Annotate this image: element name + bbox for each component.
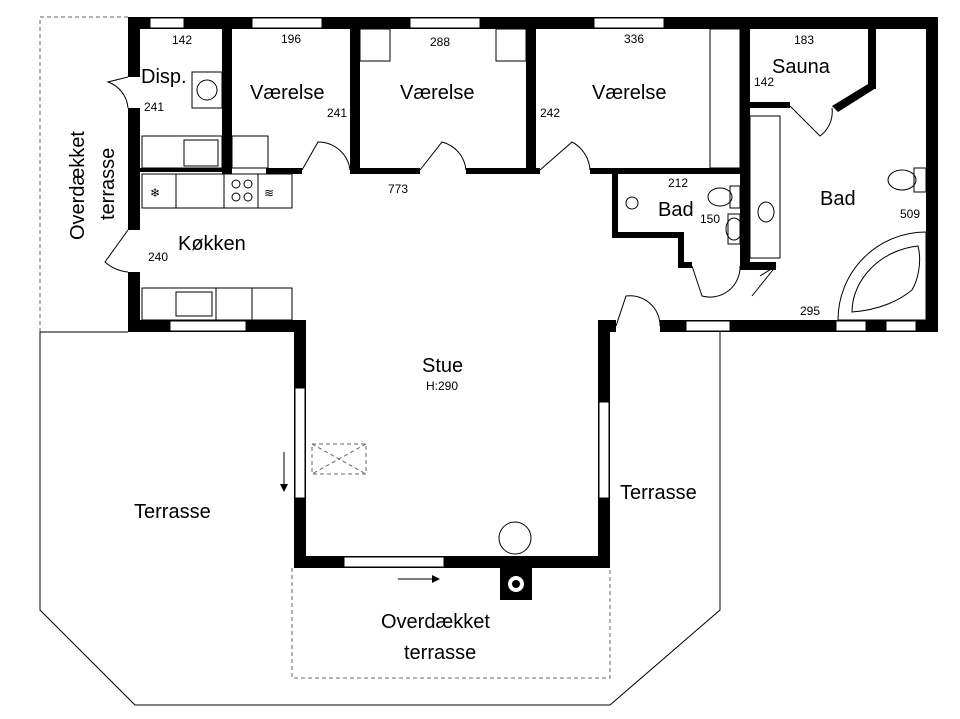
dimension-label: 509 bbox=[900, 207, 920, 221]
dimension-label: 142 bbox=[172, 33, 192, 47]
windows bbox=[149, 17, 917, 568]
dimension-label: 336 bbox=[624, 32, 644, 46]
room-label-bad-large: Bad bbox=[820, 188, 856, 210]
shower-icon bbox=[625, 196, 639, 210]
ceiling-height: H:290 bbox=[426, 379, 458, 393]
kitchen-counter-bottom bbox=[141, 287, 293, 321]
dimension-label: 295 bbox=[800, 304, 820, 318]
dimension-label: 150 bbox=[700, 212, 720, 226]
room-label-disp: Disp. bbox=[141, 66, 187, 88]
room-label-overdaekket-bottom-1: Overdækket bbox=[381, 611, 490, 633]
wardrobe-icon bbox=[709, 28, 741, 169]
dimension-labels: 142 196 288 336 183 241 241 242 142 773 … bbox=[144, 32, 920, 318]
freezer-icon: ❄ bbox=[150, 186, 160, 200]
kitchen-counter-top bbox=[141, 173, 293, 209]
dimension-label: 242 bbox=[540, 106, 560, 120]
room-label-overdaekket-bottom-2: terrasse bbox=[404, 642, 476, 664]
room-label-vaerelse-2: Værelse bbox=[400, 82, 474, 104]
kitchen-sink-icon bbox=[175, 291, 213, 317]
toilet-icon bbox=[707, 187, 733, 207]
dimension-label: 773 bbox=[388, 182, 408, 196]
room-label-kokken: Køkken bbox=[178, 233, 246, 255]
fixtures: ❄ ≋ bbox=[141, 28, 927, 600]
arrow-icon bbox=[398, 575, 440, 583]
room-label-vaerelse-1: Værelse bbox=[250, 82, 324, 104]
room-label-overdaekket-left-1: Overdækket bbox=[67, 131, 89, 240]
dimension-label: 142 bbox=[754, 75, 774, 89]
covered-terrace-bottom-outline bbox=[291, 568, 611, 679]
dimension-label: 241 bbox=[144, 100, 164, 114]
dimension-label: 196 bbox=[281, 32, 301, 46]
room-label-sauna: Sauna bbox=[772, 56, 831, 78]
terrace-outlines bbox=[39, 16, 721, 706]
sink-icon bbox=[757, 201, 775, 223]
stove-icon bbox=[498, 521, 532, 555]
room-label-vaerelse-3: Værelse bbox=[592, 82, 666, 104]
corner-bathtub-icon bbox=[837, 231, 927, 321]
room-label-terrasse-right: Terrasse bbox=[620, 482, 697, 504]
closet-icon bbox=[359, 28, 391, 62]
washer-icon bbox=[191, 71, 223, 109]
room-label-bad-small: Bad bbox=[658, 199, 694, 221]
dimension-label: 183 bbox=[794, 33, 814, 47]
dimension-label: 288 bbox=[430, 35, 450, 49]
terrace-outline bbox=[39, 331, 721, 706]
dimension-label: 241 bbox=[327, 106, 347, 120]
arrow-icon bbox=[280, 452, 288, 492]
sink-icon bbox=[725, 217, 743, 241]
covered-terrace-left-outline bbox=[39, 16, 128, 333]
vanity-counter bbox=[749, 115, 781, 259]
room-labels: Disp. Værelse Værelse Værelse Sauna Bad … bbox=[67, 56, 856, 664]
dimension-label: 212 bbox=[668, 176, 688, 190]
room-label-stue: Stue bbox=[422, 355, 463, 377]
closet-icon bbox=[495, 28, 527, 62]
toilet-icon bbox=[887, 169, 917, 191]
utility-sink-icon bbox=[183, 139, 219, 167]
dimension-label: 240 bbox=[148, 250, 168, 264]
doors bbox=[104, 76, 833, 327]
room-label-overdaekket-left-2: terrasse bbox=[97, 148, 119, 220]
room-label-terrasse-left: Terrasse bbox=[134, 501, 211, 523]
oven-icon: ≋ bbox=[264, 186, 274, 200]
